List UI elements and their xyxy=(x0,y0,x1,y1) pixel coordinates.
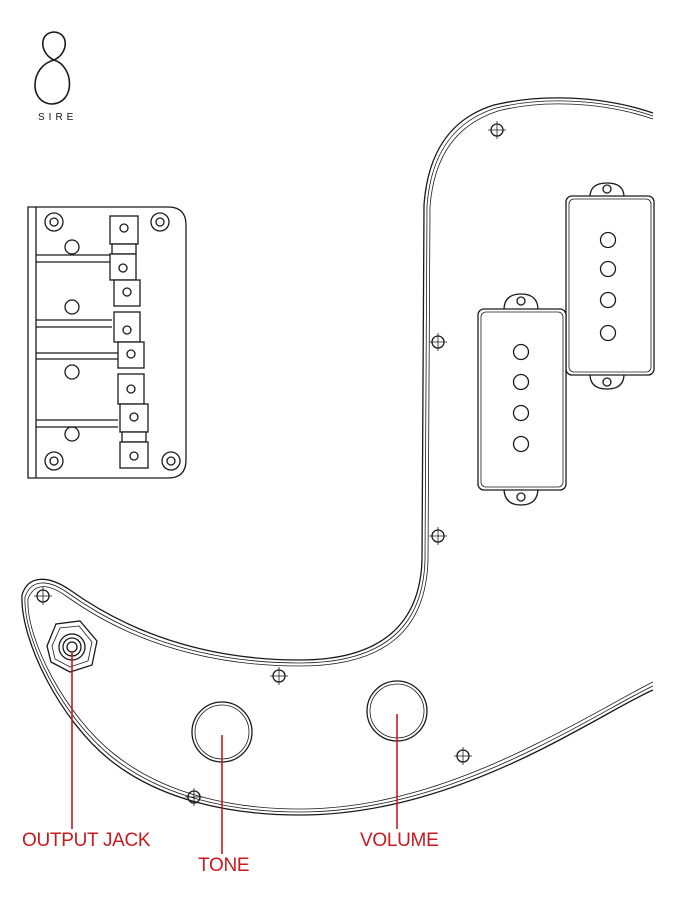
pickup-upper xyxy=(565,182,655,390)
bridge-saddles xyxy=(109,215,149,469)
pickguard-screws xyxy=(34,121,506,806)
volume-label: VOLUME xyxy=(360,830,439,851)
sire-logo-icon xyxy=(34,31,71,105)
bridge-rails xyxy=(36,254,118,428)
callout-lines xyxy=(71,651,398,854)
pickguard xyxy=(21,97,654,816)
saddle-screws xyxy=(118,223,139,461)
bridge-mount-screws xyxy=(44,212,181,471)
bridge xyxy=(27,206,187,479)
pole-pieces xyxy=(599,231,617,342)
output-jack-label: OUTPUT JACK xyxy=(22,830,151,851)
pole-pieces xyxy=(512,343,530,453)
brand-name: SIRE xyxy=(38,112,78,123)
bridge-string-holes xyxy=(64,239,80,442)
pickup-lower xyxy=(477,293,567,506)
tone-label: TONE xyxy=(198,855,250,876)
